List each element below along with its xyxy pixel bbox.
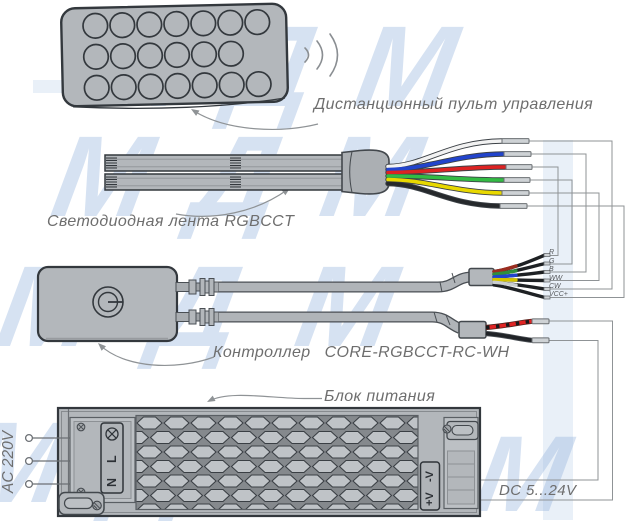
terminal-label-plus: +V <box>424 492 436 506</box>
power-icon <box>92 286 124 318</box>
wire-label-cw: CW <box>549 282 561 290</box>
ac-input-label: AC 220V <box>0 429 17 494</box>
psu-mounting-tab <box>58 491 105 516</box>
psu-terminal-left: L N <box>69 416 136 504</box>
screw-icon <box>92 500 102 511</box>
wire-label-g: G <box>549 257 555 265</box>
controller-label-prefix: Контроллер <box>213 344 311 361</box>
dc-output-label: DC 5...24V <box>499 482 577 499</box>
wire-label-vcc: VCC+ <box>549 291 568 298</box>
wire-yellow <box>386 177 504 195</box>
terminal-label-minus: -V <box>424 470 436 482</box>
wire-green <box>386 174 506 182</box>
power-supply: L N -V +V <box>24 406 482 518</box>
wire-label-r: R <box>549 249 555 256</box>
psu-label: Блок питания <box>324 388 436 405</box>
strip-connector <box>341 149 390 195</box>
arrowhead <box>98 343 106 351</box>
wire-tips <box>543 253 551 300</box>
psu-vent-mesh <box>135 414 419 511</box>
wire-color-marks <box>492 264 518 287</box>
arrowhead <box>207 395 216 402</box>
wire-label-b: B <box>549 266 554 273</box>
psu-dc-label-box: -V +V <box>419 461 441 511</box>
wire-red <box>386 165 508 175</box>
controller-label: Контроллер CORE-RGBCCT-RC-WH <box>213 344 509 362</box>
dc-minus-routing <box>481 340 599 481</box>
controller <box>36 253 551 344</box>
wire-white <box>386 139 504 169</box>
cable-connector <box>175 308 220 326</box>
led-strip-label: Светодиодная лента RGBCCT <box>47 213 295 230</box>
led-strip <box>104 138 533 209</box>
wire-label-ww: WW <box>549 274 563 282</box>
wire-ferrules <box>499 138 533 209</box>
mounting-slot <box>63 497 94 510</box>
arrowhead <box>191 109 200 116</box>
controller-output-cable <box>219 253 551 300</box>
cable-connector <box>175 278 220 296</box>
solder-pads <box>106 157 241 188</box>
mounting-slot <box>451 424 474 436</box>
wire-black <box>386 181 502 208</box>
controller-power-cable <box>219 311 550 344</box>
remote-label: Дистанционный пульт управления <box>314 96 594 113</box>
remote-control <box>60 2 289 109</box>
controller-model: CORE-RGBCCT-RC-WH <box>324 344 510 361</box>
routing-lines <box>481 140 625 501</box>
remote-buttons <box>82 8 272 101</box>
power-wire-minus <box>485 331 533 343</box>
wire-blue <box>386 152 506 172</box>
earth-ground-icon <box>105 427 119 441</box>
strip-wires <box>385 138 509 209</box>
screw-icon <box>442 424 452 434</box>
psu-terminal-right <box>442 416 479 510</box>
dc-plus-routing <box>481 320 613 501</box>
terminal-label-l: L <box>105 455 119 463</box>
terminal-label-n: N <box>105 478 119 487</box>
wireless-signal-icon <box>304 33 339 77</box>
callout-arrows <box>98 109 322 402</box>
